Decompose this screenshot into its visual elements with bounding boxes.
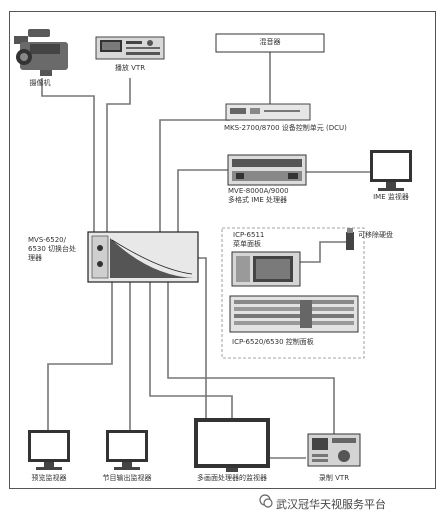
mixer-box (215, 33, 325, 53)
line-playback-vtr (106, 78, 131, 232)
label-menu-panel-1: ICP-6511 (233, 231, 265, 239)
label-program-monitor: 节目输出监视器 (102, 474, 152, 482)
line-output-4 (167, 282, 335, 434)
control-panel-icon (229, 295, 359, 333)
label-camera: 摄像机 (29, 79, 51, 87)
switcher-processor-icon (87, 231, 199, 283)
playback-vtr-icon (95, 36, 165, 60)
menu-panel-icon (231, 251, 301, 287)
ime-monitor-icon (370, 150, 412, 191)
watermark-text: 武汉冠华天视服务平台 (276, 498, 386, 511)
line-preview (47, 282, 113, 430)
camera-icon (14, 29, 68, 76)
multiview-monitor-icon (194, 418, 270, 472)
label-mks: MKS-2700/8700 设备控制单元 (DCU) (224, 124, 347, 132)
label-control-panel: ICP-6520/6530 控制面板 (232, 338, 314, 346)
label-recording-vtr: 录制 VTR (318, 474, 350, 482)
label-switcher-1: MVS-6520/ (28, 236, 66, 244)
program-monitor-icon (106, 430, 148, 470)
label-switcher-2: 6530 切换台处 (28, 245, 77, 253)
preview-monitor-icon (28, 430, 70, 470)
label-mve-2: 多格式 IME 处理器 (228, 196, 287, 204)
removable-disk-icon (346, 228, 354, 250)
label-removable-disk: 可移除硬盘 (358, 231, 393, 239)
label-menu-panel-2: 菜单面板 (233, 240, 261, 248)
line-mve (177, 169, 228, 232)
control-panel-group (221, 227, 365, 359)
connection-lines (41, 52, 370, 459)
line-multiview (149, 282, 233, 418)
label-ime-monitor: IME 监视器 (373, 193, 409, 201)
diagram-frame (9, 11, 436, 489)
label-playback-vtr: 播放 VTR (114, 64, 146, 72)
label-preview-monitor: 预览监视器 (31, 474, 67, 482)
label-multiview-monitor: 多画面处理器的监视器 (197, 474, 267, 482)
line-disk (300, 241, 346, 263)
line-camera (41, 78, 95, 232)
mve-processor-icon (227, 154, 307, 186)
label-mixer: 混音器 (259, 38, 281, 46)
mks-dcu-icon (225, 103, 311, 121)
line-mks (159, 119, 230, 232)
wechat-logo-icon (259, 494, 273, 508)
recording-vtr-icon (307, 433, 361, 467)
label-switcher-3: 理器 (28, 254, 42, 262)
label-mve-1: MVE-8000A/9000 (228, 187, 289, 195)
